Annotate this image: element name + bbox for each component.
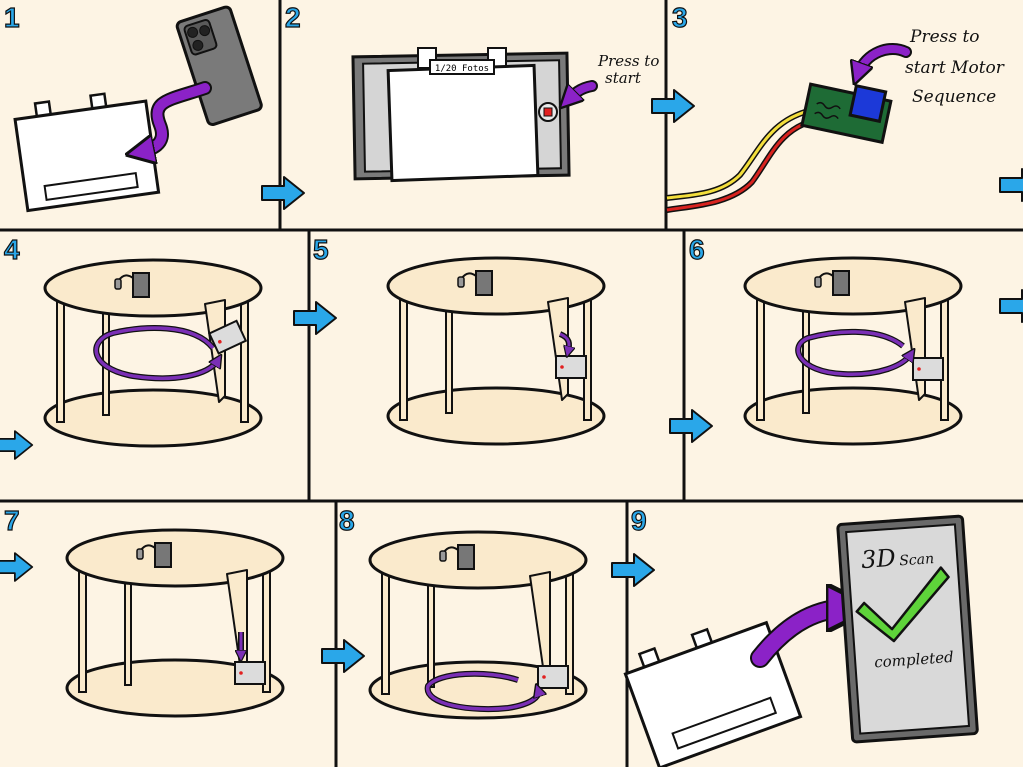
step-arrow-5 — [293, 301, 337, 335]
step-arrow-3 — [999, 168, 1023, 202]
tablet-icon: 3D Scan completed — [836, 514, 979, 744]
transfer-arrow — [752, 608, 850, 666]
motor-start-button[interactable] — [848, 83, 888, 124]
camera-icon — [912, 357, 944, 381]
panel-number-9: 9 — [631, 505, 647, 536]
scanner-icon — [13, 92, 161, 213]
step-arrow-10 — [611, 553, 655, 587]
panel-number-5: 5 — [313, 234, 329, 265]
panel-number-4: 4 — [4, 234, 20, 265]
panel-3: Press to start Motor Sequence — [666, 27, 1005, 213]
panel-number-1: 1 — [4, 2, 20, 33]
panel-8 — [368, 530, 588, 720]
step-arrow-7 — [999, 289, 1023, 323]
scan-word: Scan — [899, 551, 935, 569]
panel-number-7: 7 — [4, 505, 20, 536]
step-arrow-8 — [0, 552, 34, 582]
phone-icon — [175, 5, 263, 127]
step-arrow-1 — [261, 176, 305, 210]
press-start-label-1: Press to — [597, 52, 659, 70]
panel-number-6: 6 — [689, 234, 705, 265]
scan-title: 3D — [860, 544, 896, 574]
panel-1 — [13, 5, 263, 213]
motor-label-2: start Motor — [905, 58, 1005, 78]
motor-board-icon — [800, 82, 893, 145]
panel-number-3: 3 — [672, 2, 688, 33]
step-arrow-4 — [0, 430, 34, 460]
record-icon — [543, 107, 553, 117]
press-start-label-2: start — [605, 69, 642, 87]
panel-4 — [43, 258, 263, 448]
motor-label-1: Press to — [909, 27, 980, 47]
camera-icon — [537, 665, 569, 689]
step-arrow-2 — [651, 89, 695, 123]
step-arrow-9 — [321, 639, 365, 673]
panel-number-8: 8 — [339, 505, 355, 536]
checkmark-icon — [855, 566, 950, 643]
camera-icon — [555, 355, 587, 379]
scan-completed: completed — [874, 648, 955, 671]
motor-label-3: Sequence — [912, 87, 996, 107]
panel-5 — [386, 256, 606, 446]
photo-counter: 1/20 Fotos — [435, 64, 489, 74]
scanner-display: 1/20 Fotos — [351, 47, 571, 183]
camera-icon — [234, 661, 266, 685]
camera-icon — [208, 319, 248, 355]
panel-2: 1/20 Fotos Press to start — [351, 47, 659, 183]
panel-number-2: 2 — [285, 2, 301, 33]
panel-6 — [743, 256, 963, 446]
step-arrow-6 — [669, 409, 713, 443]
panel-9: 3D Scan completed — [611, 514, 979, 767]
turntable-icon — [43, 258, 263, 448]
panel-7 — [65, 528, 285, 718]
